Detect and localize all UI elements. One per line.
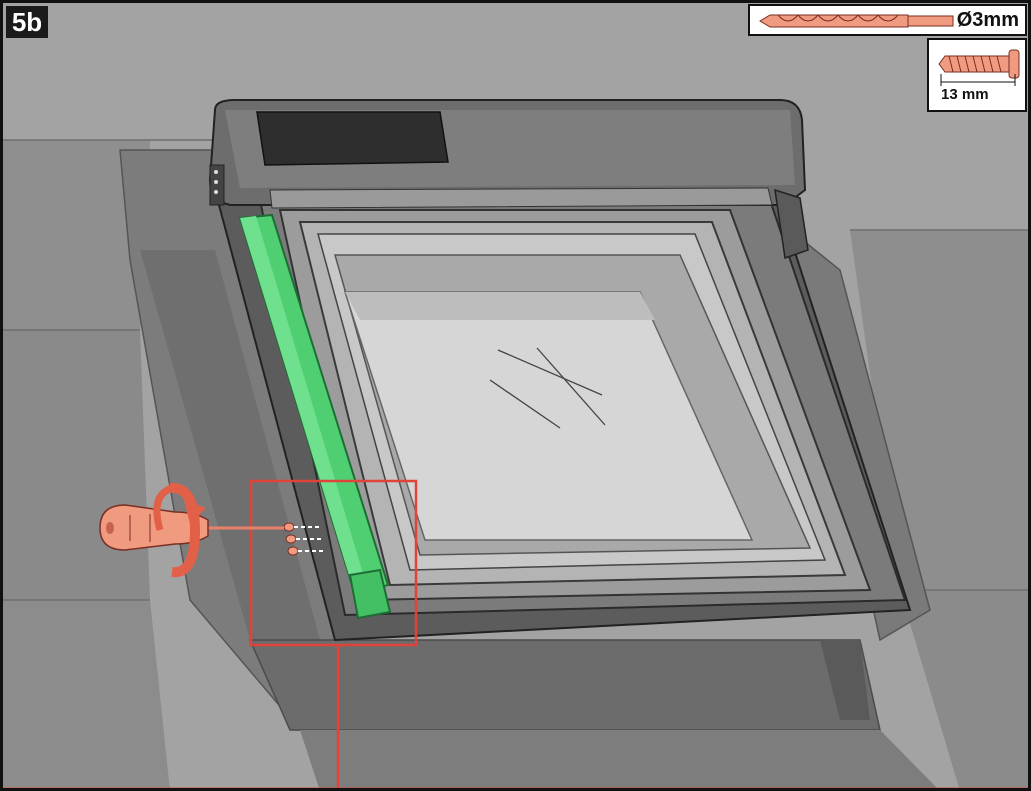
- screw-bottom: [287, 546, 326, 556]
- step-number-badge: 5b: [6, 6, 48, 38]
- glass-pane: [343, 291, 754, 541]
- flashing: [119, 149, 940, 791]
- side-cover-highlight: [238, 213, 392, 620]
- solar-panel: [256, 111, 449, 166]
- screws: [283, 522, 326, 556]
- screw-middle: [285, 534, 324, 544]
- screw-spec-panel: 13 mm: [927, 38, 1027, 112]
- screw-icon: [938, 49, 1020, 86]
- drill-diameter-label: Ø3mm: [956, 9, 1019, 31]
- screwdriver-icon: [99, 504, 284, 551]
- rotate-arrow-icon: [153, 482, 206, 578]
- drill-bit-icon: [759, 14, 954, 28]
- screw-length-label: 13 mm: [941, 86, 989, 103]
- drill-spec-panel: Ø3mm: [748, 4, 1027, 36]
- shutter-box: [208, 99, 809, 260]
